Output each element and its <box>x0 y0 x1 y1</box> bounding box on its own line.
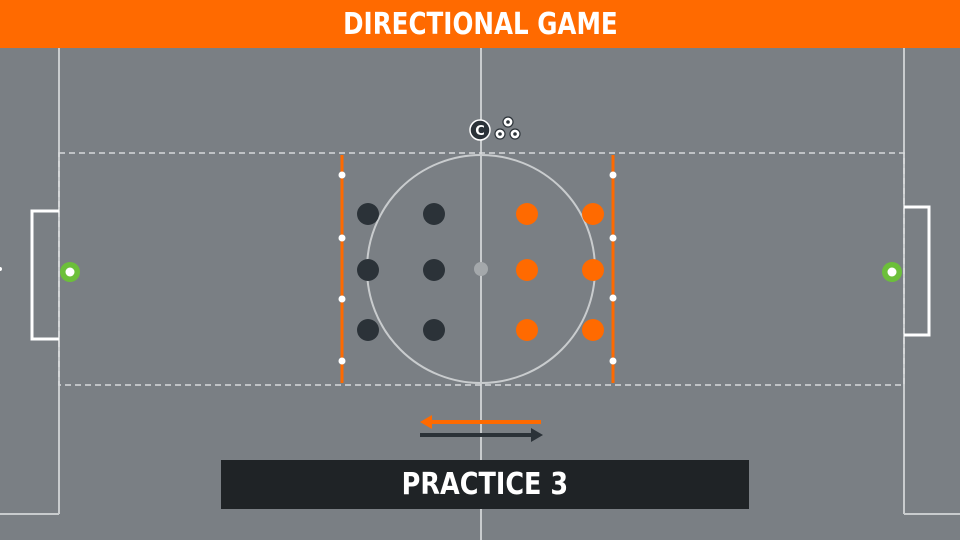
goalkeeper-left <box>60 262 80 282</box>
player-orange <box>582 259 604 281</box>
coach-label: C <box>475 124 485 139</box>
balls-icon <box>494 116 521 140</box>
cone <box>338 234 346 242</box>
player-dark <box>357 203 379 225</box>
player-orange <box>516 259 538 281</box>
player-orange <box>582 319 604 341</box>
cone <box>609 171 617 179</box>
goalkeeper-right <box>882 262 902 282</box>
player-dark <box>423 203 445 225</box>
player-dark <box>357 259 379 281</box>
cone <box>609 294 617 302</box>
player-orange <box>516 203 538 225</box>
right-goal <box>904 205 931 337</box>
player-dark <box>423 259 445 281</box>
cone <box>609 234 617 242</box>
cone <box>609 357 617 365</box>
player-dark <box>423 319 445 341</box>
centre-spot <box>474 262 488 276</box>
caption-box: PRACTICE 3 <box>221 460 749 509</box>
direction-arrow-right-icon <box>420 428 543 442</box>
direction-arrow-left-icon <box>420 415 541 429</box>
coach-icon: C <box>469 119 491 141</box>
cone <box>338 357 346 365</box>
player-orange <box>516 319 538 341</box>
practice-area-boundary <box>58 152 905 386</box>
title-bar: DIRECTIONAL GAME <box>0 0 960 48</box>
cone <box>338 171 346 179</box>
cone <box>338 295 346 303</box>
page-title: DIRECTIONAL GAME <box>342 6 618 42</box>
left-marker <box>0 267 2 271</box>
player-orange <box>582 203 604 225</box>
player-dark <box>357 319 379 341</box>
caption-title: PRACTICE 3 <box>401 467 569 502</box>
left-goal <box>30 209 59 341</box>
